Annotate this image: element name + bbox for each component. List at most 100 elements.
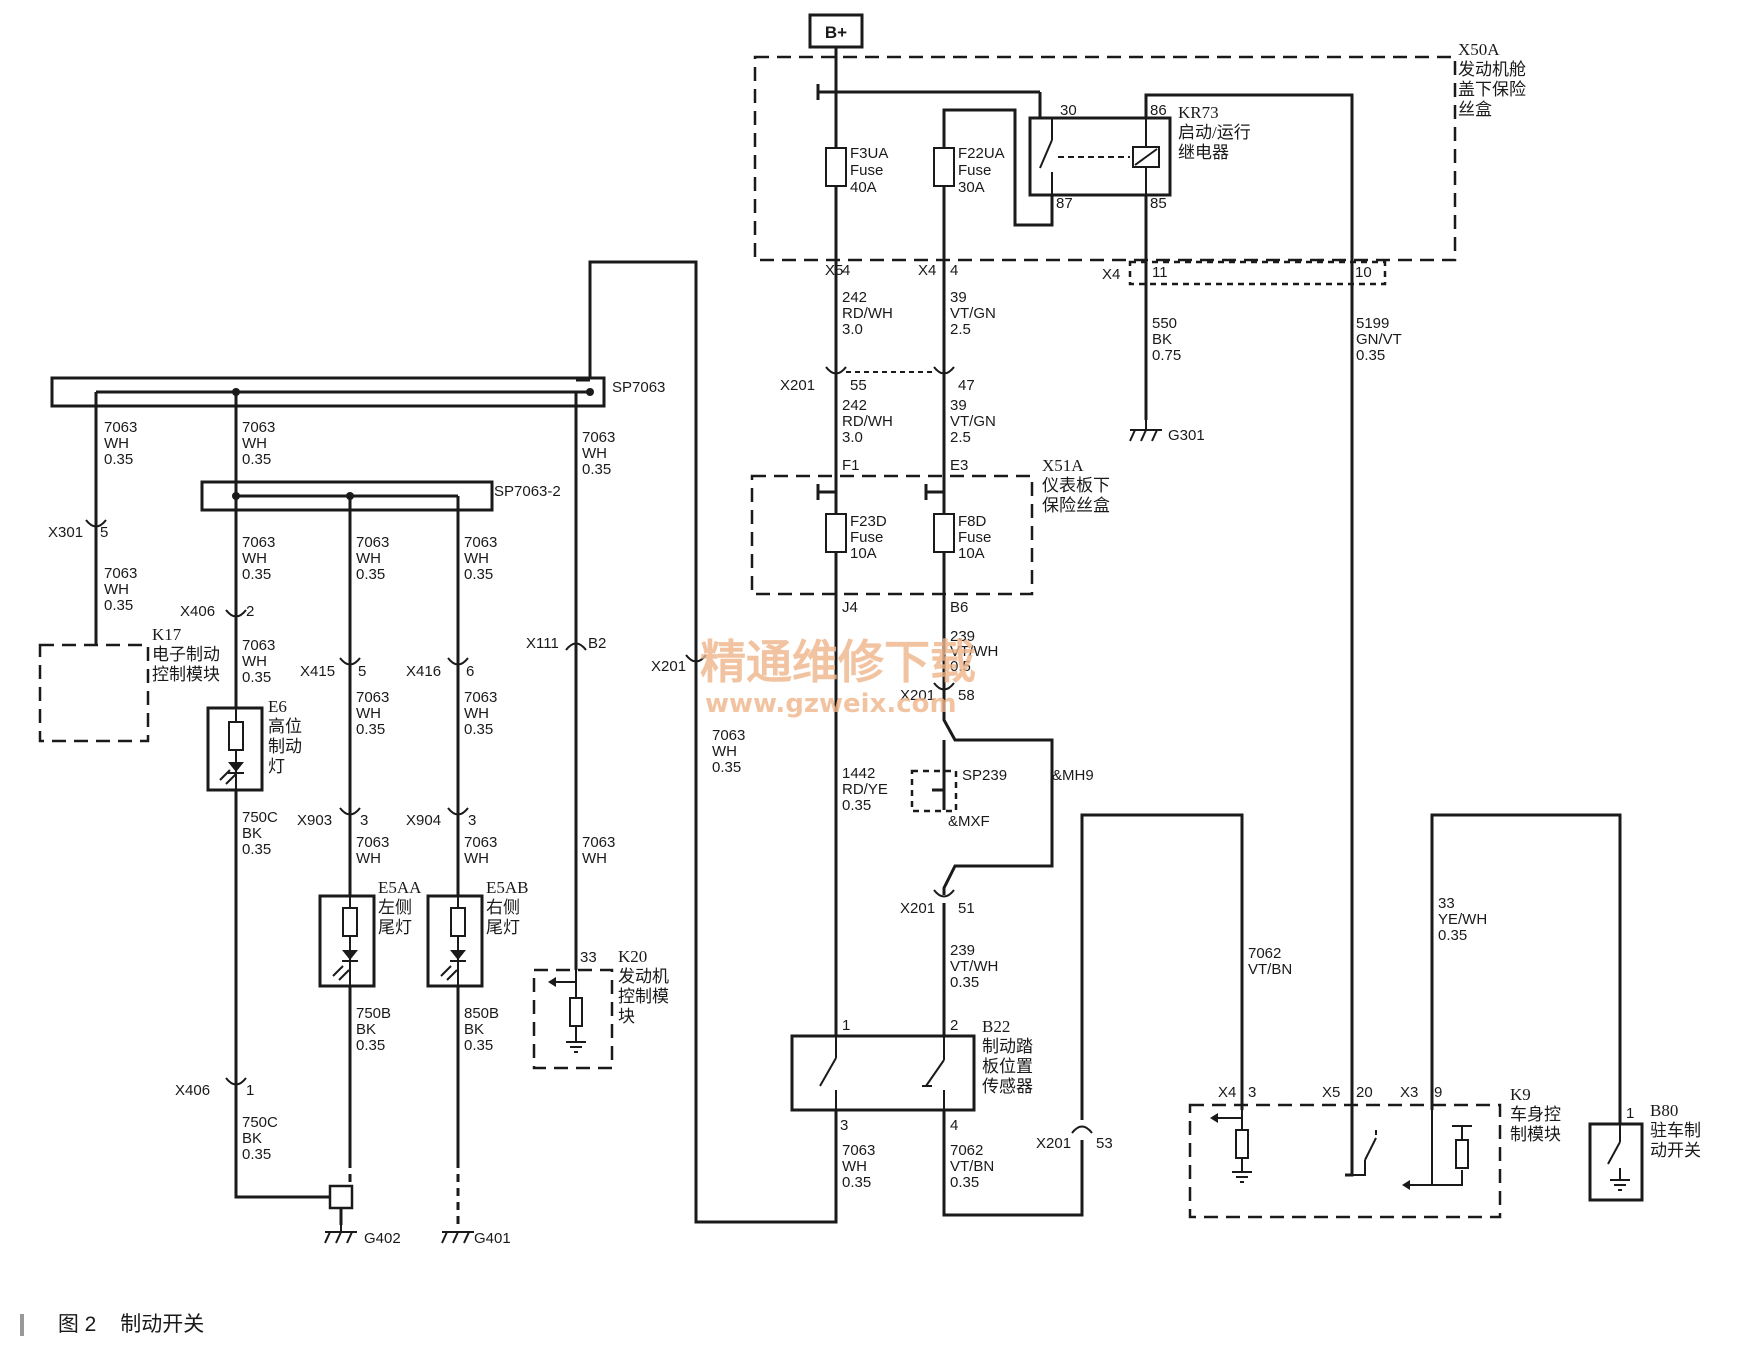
svg-text:Fuse: Fuse: [850, 162, 883, 179]
x415-label: X415: [300, 663, 335, 680]
svg-text:0.35: 0.35: [464, 1037, 493, 1054]
x301-pin: 5: [100, 524, 108, 541]
wire-7063-e5ab-c: 7063 WH: [464, 834, 497, 867]
svg-text:左侧: 左侧: [378, 898, 412, 917]
x903-connector: [339, 807, 361, 816]
svg-text:控制模: 控制模: [618, 987, 669, 1006]
svg-text:33: 33: [1438, 895, 1455, 912]
kr73-label: KR73 启动/运行 继电器: [1178, 103, 1251, 162]
svg-text:X50A: X50A: [1458, 40, 1500, 59]
svg-text:0.35: 0.35: [712, 759, 741, 776]
svg-text:7062: 7062: [1248, 945, 1281, 962]
x111-label: X111: [526, 635, 559, 652]
svg-text:7063: 7063: [356, 534, 389, 551]
svg-text:0.35: 0.35: [356, 721, 385, 738]
x201-label-e: X201: [651, 658, 686, 675]
x201-connector-51: [933, 889, 955, 898]
svg-text:制模块: 制模块: [1510, 1125, 1561, 1144]
x201-pin51: 51: [958, 900, 975, 917]
x406-connector-b: [225, 1077, 247, 1086]
fusebox-pin-j4: J4: [842, 599, 858, 616]
svg-text:VT/WH: VT/WH: [950, 643, 998, 660]
svg-text:39: 39: [950, 289, 967, 306]
svg-text:WH: WH: [582, 850, 607, 867]
wire-7063-e5aa-b: 7063 WH 0.35: [356, 689, 389, 738]
splice-sp239-label: SP239: [962, 767, 1007, 784]
x4-pin11: 11: [1152, 264, 1168, 281]
svg-text:239: 239: [950, 942, 975, 959]
b22-pin4: 4: [950, 1117, 958, 1134]
svg-text:0.35: 0.35: [242, 566, 271, 583]
x904-connector: [447, 807, 469, 816]
svg-text:5199: 5199: [1356, 315, 1389, 332]
wire-239-b: 239 VT/WH 0.35: [950, 942, 998, 991]
svg-text:动开关: 动开关: [1650, 1141, 1701, 1160]
svg-text:239: 239: [950, 628, 975, 645]
svg-text:3.0: 3.0: [842, 321, 863, 338]
svg-text:750C: 750C: [242, 1114, 278, 1131]
svg-text:0.35: 0.35: [842, 1174, 871, 1191]
svg-text:7063: 7063: [842, 1142, 875, 1159]
svg-text:0.35: 0.35: [1438, 927, 1467, 944]
wire-750c-a: 750C BK 0.35: [242, 809, 278, 858]
x5-pin: 4: [842, 262, 850, 279]
splice-sp7063-2-label: SP7063-2: [494, 483, 561, 500]
wire-33: 33 YE/WH 0.35: [1438, 895, 1487, 944]
b22-pin2: 2: [950, 1017, 958, 1034]
x201-connector-58: [933, 682, 955, 691]
svg-text:保险丝盒: 保险丝盒: [1042, 496, 1110, 515]
svg-text:0.5: 0.5: [950, 658, 971, 675]
svg-text:39: 39: [950, 397, 967, 414]
x4-conn-a: X4: [918, 262, 936, 279]
x51a-label: X51A 仪表板下 保险丝盒: [1042, 456, 1110, 515]
svg-text:0.35: 0.35: [104, 597, 133, 614]
x406-label-b: X406: [175, 1082, 210, 1099]
fuse-f23d: [825, 513, 847, 553]
x201-label-a: X201: [780, 377, 815, 394]
fusebox-pin-b6: B6: [950, 599, 968, 616]
k20-pin: 33: [580, 949, 597, 966]
x415-pin: 5: [358, 663, 366, 680]
svg-text:0.35: 0.35: [242, 841, 271, 858]
svg-text:VT/BN: VT/BN: [1248, 961, 1292, 978]
wire-239-a: 239 VT/WH 0.5: [950, 628, 998, 675]
svg-text:0.35: 0.35: [582, 461, 611, 478]
svg-text:0.35: 0.35: [1356, 347, 1385, 364]
svg-text:尾灯: 尾灯: [378, 918, 412, 937]
svg-text:F23D: F23D: [850, 513, 887, 530]
x5-conn: X5: [825, 262, 843, 279]
svg-text:E6: E6: [268, 697, 287, 716]
svg-text:右侧: 右侧: [486, 898, 520, 917]
svg-text:7063: 7063: [582, 429, 615, 446]
svg-text:BK: BK: [1152, 331, 1172, 348]
wire-7063-b22: 7063 WH 0.35: [842, 1142, 875, 1191]
x904-label: X904: [406, 812, 441, 829]
svg-text:1442: 1442: [842, 765, 875, 782]
svg-text:2.5: 2.5: [950, 429, 971, 446]
x416-connector: [447, 657, 469, 666]
svg-text:WH: WH: [464, 550, 489, 567]
switch-b80: [1588, 1122, 1644, 1202]
fusebox-pin-f1: F1: [842, 457, 860, 474]
svg-text:7063: 7063: [104, 419, 137, 436]
svg-text:盖下保险: 盖下保险: [1458, 80, 1526, 99]
ground-g402: G402: [364, 1230, 401, 1247]
svg-text:0.35: 0.35: [242, 451, 271, 468]
svg-text:WH: WH: [242, 653, 267, 670]
wire-7063-e6c: 7063 WH 0.35: [242, 637, 275, 686]
svg-text:WH: WH: [842, 1158, 867, 1175]
wire-750c-b: 750C BK 0.35: [242, 1114, 278, 1163]
fuse-f22ua-label: F22UA Fuse 30A: [958, 145, 1005, 196]
svg-text:0.35: 0.35: [242, 1146, 271, 1163]
svg-text:VT/GN: VT/GN: [950, 413, 996, 430]
svg-text:30A: 30A: [958, 179, 985, 196]
svg-text:WH: WH: [356, 705, 381, 722]
x301-label: X301: [48, 524, 83, 541]
svg-text:K9: K9: [1510, 1085, 1531, 1104]
x4-pin10: 10: [1355, 264, 1372, 281]
x51a-fusebox: [750, 474, 1034, 596]
module-k20-label: K20 发动机 控制模 块: [618, 947, 669, 1026]
wire-5199: 5199 GN/VT 0.35: [1356, 315, 1402, 364]
lamp-e5aa-label: E5AA 左侧 尾灯: [378, 878, 422, 937]
svg-text:启动/运行: 启动/运行: [1178, 123, 1251, 142]
